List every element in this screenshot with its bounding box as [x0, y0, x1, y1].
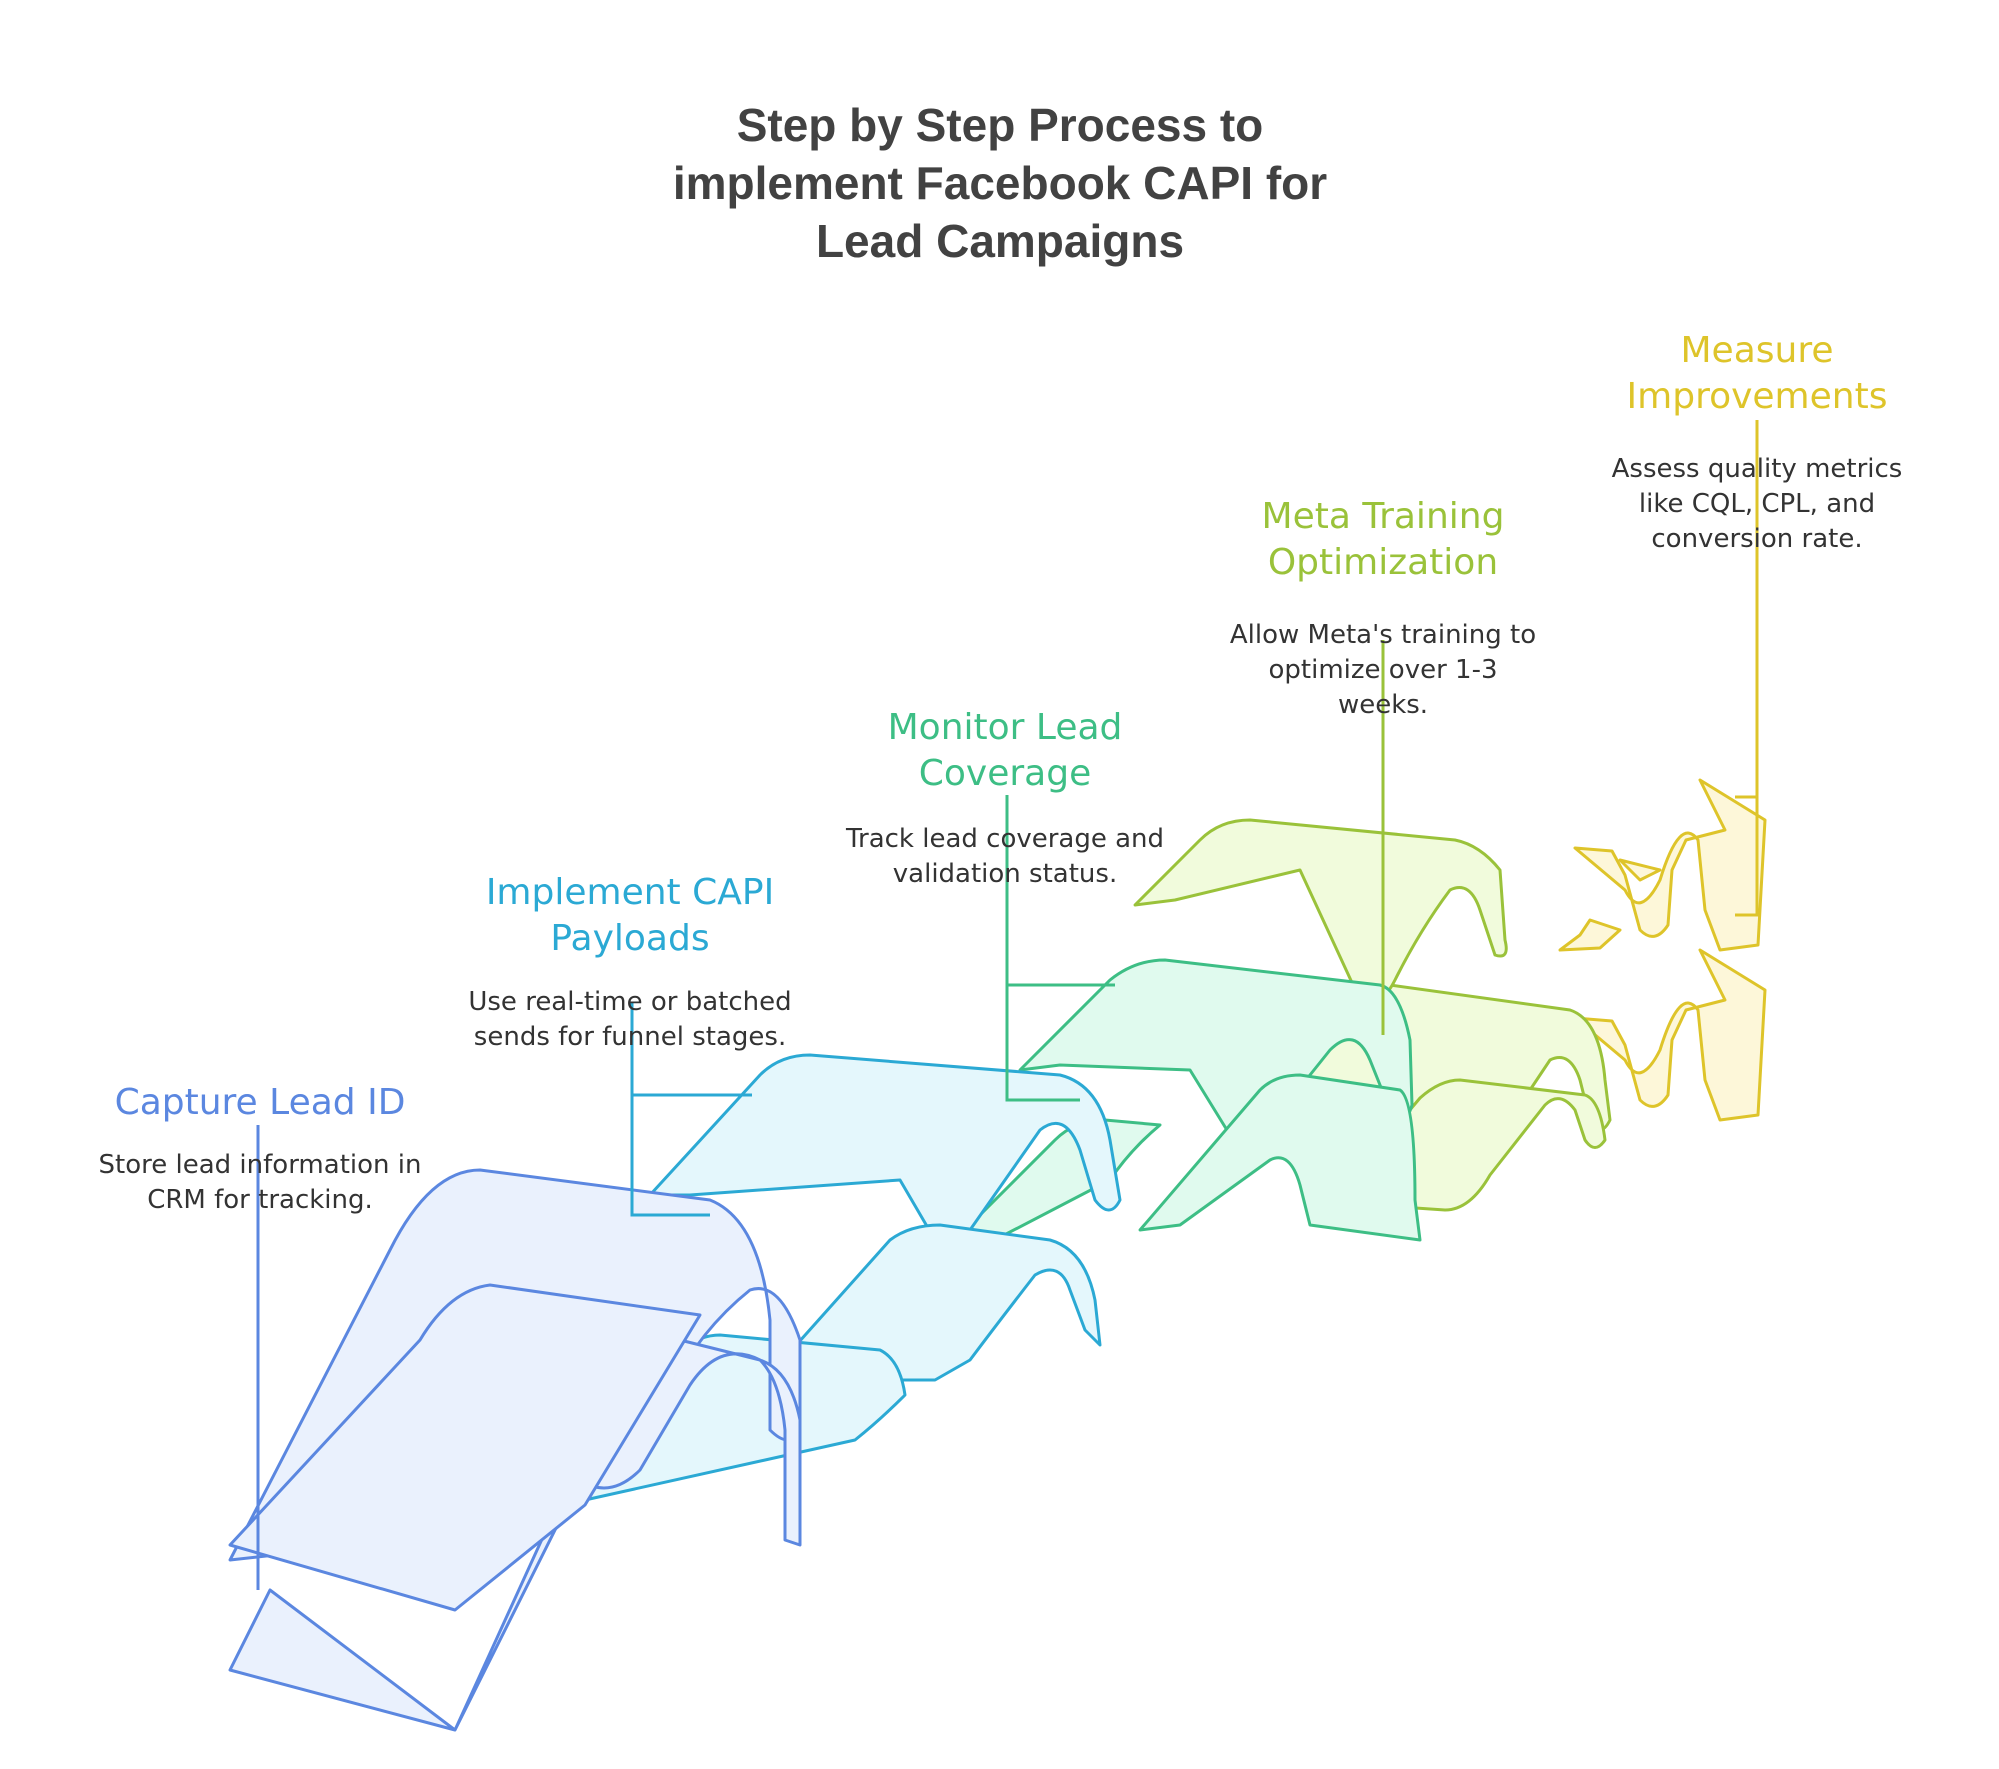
step-3-description-line: Track lead coverage and	[845, 824, 1165, 854]
step-4-description-line: weeks.	[1337, 690, 1429, 720]
step-5-description-line: Assess quality metrics	[1611, 454, 1903, 484]
step-1-title: Capture Lead ID	[60, 1080, 460, 1126]
step-3-description-line: validation status.	[892, 859, 1118, 889]
step-5-title-line: Measure	[1680, 330, 1834, 371]
title-line-1: Step by Step Process to	[736, 99, 1264, 151]
step-4-title-line: Optimization	[1267, 542, 1499, 583]
step-5-arrow-shape	[1558, 778, 1767, 1122]
step-3-description: Track lead coverage and validation statu…	[805, 822, 1205, 892]
step-1-wave-shape	[228, 1168, 802, 1732]
step-2-title-line: Payloads	[550, 918, 710, 959]
step-3-wave-shape	[943, 958, 1422, 1252]
step-1-description-line: CRM for tracking.	[147, 1185, 373, 1215]
step-3-connector	[1005, 795, 1080, 1102]
step-1-description-line: Store lead information in	[98, 1150, 422, 1180]
step-5-title: Measure Improvements	[1557, 328, 1957, 420]
step-1-title-line: Capture Lead ID	[114, 1082, 406, 1123]
step-4-description: Allow Meta's training to optimize over 1…	[1183, 618, 1583, 723]
step-5-connector	[1735, 420, 1759, 917]
step-5-title-line: Improvements	[1626, 376, 1888, 417]
step-2-title: Implement CAPI Payloads	[430, 870, 830, 962]
connector-lines	[256, 420, 1759, 1590]
diagram-title: Step by Step Process to implement Facebo…	[500, 96, 1500, 270]
step-2-description-line: sends for funnel stages.	[473, 1022, 787, 1052]
title-line-2: implement Facebook CAPI for	[672, 157, 1328, 209]
step-2-description: Use real-time or batched sends for funne…	[430, 985, 830, 1055]
step-5-description-line: like CQL, CPL, and	[1638, 489, 1876, 519]
step-1-description: Store lead information in CRM for tracki…	[60, 1148, 460, 1218]
step-5-description: Assess quality metrics like CQL, CPL, an…	[1557, 452, 1957, 557]
step-4-title-line: Meta Training	[1261, 496, 1505, 537]
step-2-title-line: Implement CAPI	[485, 872, 775, 913]
step-4-title: Meta Training Optimization	[1183, 494, 1583, 586]
step-2-description-line: Use real-time or batched	[468, 987, 792, 1017]
step-4-description-line: optimize over 1-3	[1268, 655, 1498, 685]
title-line-3: Lead Campaigns	[815, 215, 1185, 267]
step-3-title-line: Monitor Lead	[887, 707, 1123, 748]
step-3-title: Monitor Lead Coverage	[805, 705, 1205, 797]
step-3-title-line: Coverage	[918, 753, 1092, 794]
step-2-connector	[630, 1003, 710, 1217]
step-5-description-line: conversion rate.	[1651, 524, 1863, 554]
step-4-description-line: Allow Meta's training to	[1229, 620, 1537, 650]
